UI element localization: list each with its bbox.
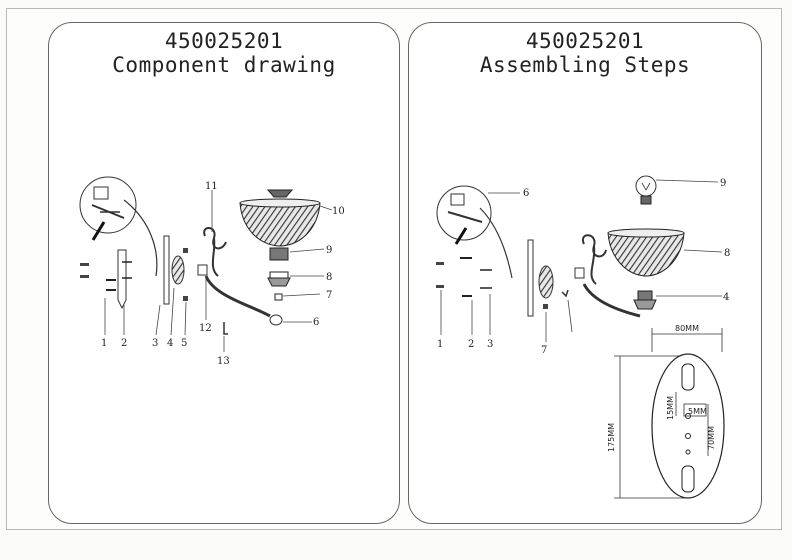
dim-slot-length-label: 70MM [707,426,716,450]
step-label-3: 3 [487,339,493,350]
right-panel-title: Assembling Steps [479,53,691,77]
right-screws [436,257,492,297]
component-drawing-panel: 450025201 Component drawing [48,22,400,524]
right-wall-plate [527,239,534,317]
left-screws [80,263,116,291]
left-part-numbers: 1 2 3 4 5 6 7 8 9 10 11 12 13 [101,181,345,367]
left-detail-circle [79,176,137,241]
part-label-3: 3 [152,338,158,349]
right-glass-shade [607,228,685,277]
part-label-7: 7 [326,290,332,301]
left-bulb-holder [267,247,291,301]
right-hook [561,289,569,298]
part-label-5: 5 [181,338,187,349]
step-label-4: 4 [723,292,729,303]
right-wire [479,207,513,279]
right-arm [574,234,641,318]
part-label-4: 4 [167,338,173,349]
step-label-8: 8 [724,248,730,259]
dim-height-label: 175MM [607,423,616,452]
part-label-10: 10 [332,206,345,217]
right-leader-lines [440,179,723,342]
part-label-13: 13 [217,356,230,367]
part-label-11: 11 [205,181,218,192]
step-label-7: 7 [541,345,547,356]
right-nut [543,304,548,309]
left-arm [197,227,283,326]
right-bulb-holder [633,290,657,310]
step-label-9: 9 [720,178,726,189]
step-label-2: 2 [468,339,474,350]
part-label-12: 12 [199,323,212,334]
left-product-code: 450025201 [164,29,284,53]
dim-width-label: 80MM [675,324,699,333]
left-crossbar [117,249,127,310]
wall-plate-dimension-drawing: 80MM 175MM 15MM 5MM 70MM [607,324,725,499]
right-product-code: 450025201 [525,29,645,53]
dim-slot-offset-label: 15MM [666,396,675,420]
left-backplate-cover [171,255,185,285]
part-label-2: 2 [121,338,127,349]
left-wall-plate [163,235,170,305]
left-leader-lines [104,190,333,352]
left-hook [223,322,228,335]
right-bulb [635,175,657,205]
part-label-6: 6 [313,317,319,328]
left-bolts [122,261,132,279]
right-detail-circle [436,185,492,245]
step-label-1: 1 [437,339,443,350]
left-nuts [183,248,188,301]
dim-hole-gap-label: 5MM [688,407,707,416]
part-label-1: 1 [101,338,107,349]
left-wire [123,199,158,277]
left-glass-shade [239,189,321,247]
step-label-6: 6 [523,188,529,199]
part-label-9: 9 [326,245,332,256]
part-label-8: 8 [326,272,332,283]
right-backplate-cover [538,265,554,299]
left-panel-title: Component drawing [112,53,336,77]
right-part-numbers: 1 2 3 4 6 7 8 9 [437,178,730,356]
